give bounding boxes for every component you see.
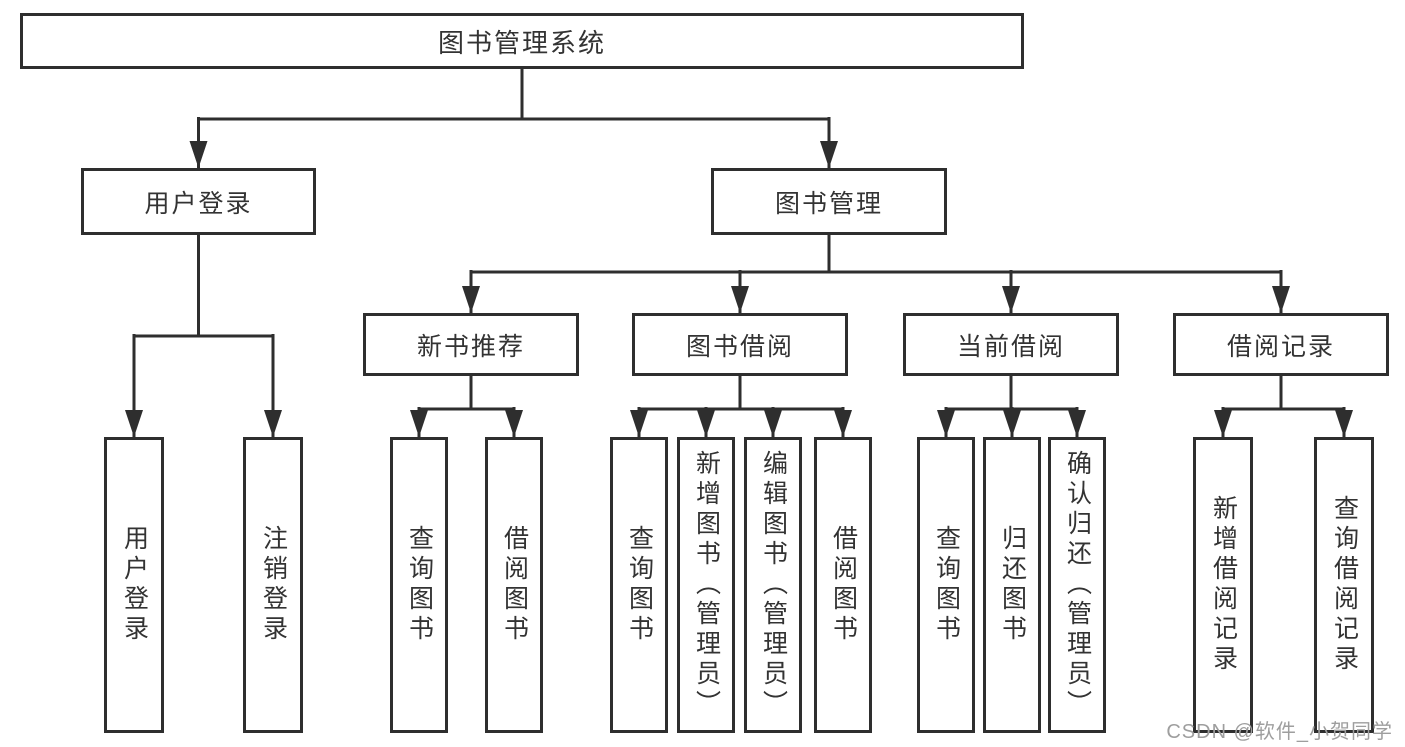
node-user-login-label: 用户登录: [144, 189, 253, 218]
leaf-logout: 注销登录: [243, 437, 303, 733]
tree-edges: [132, 69, 1346, 437]
leaf-user-login: 用户登录: [104, 437, 164, 733]
node-user-login: 用户登录: [81, 168, 316, 235]
node-current-borrow: 当前借阅: [903, 313, 1119, 376]
leaf-bb-borrow-book: 借阅图书: [814, 437, 872, 733]
csdn-watermark: CSDN @软件_小贺同学: [1166, 721, 1393, 743]
leaf-nbr-query-book: 查询图书: [390, 437, 448, 733]
leaf-br-add-record: 新增借阅记录: [1193, 437, 1253, 733]
node-borrow-record: 借阅记录: [1173, 313, 1389, 376]
node-root: 图书管理系统: [20, 13, 1024, 69]
leaf-br-query-record: 查询借阅记录: [1314, 437, 1374, 733]
arrowheads: [125, 141, 1353, 437]
node-new-book-recommend: 新书推荐: [363, 313, 579, 376]
leaf-bb-query-book: 查询图书: [610, 437, 668, 733]
leaf-bb-add-book-admin: 新增图书（管理员）: [677, 437, 735, 733]
node-root-label: 图书管理系统: [437, 27, 606, 58]
leaf-cb-query-book: 查询图书: [917, 437, 975, 733]
leaf-bb-edit-book-admin: 编辑图书（管理员）: [744, 437, 802, 733]
leaf-cb-return-book: 归还图书: [983, 437, 1041, 733]
leaf-nbr-borrow-book: 借阅图书: [485, 437, 543, 733]
node-book-management: 图书管理: [711, 168, 947, 235]
leaf-cb-confirm-return-admin: 确认归还（管理员）: [1048, 437, 1106, 733]
node-book-borrow: 图书借阅: [632, 313, 848, 376]
node-book-management-label: 图书管理: [774, 189, 883, 218]
